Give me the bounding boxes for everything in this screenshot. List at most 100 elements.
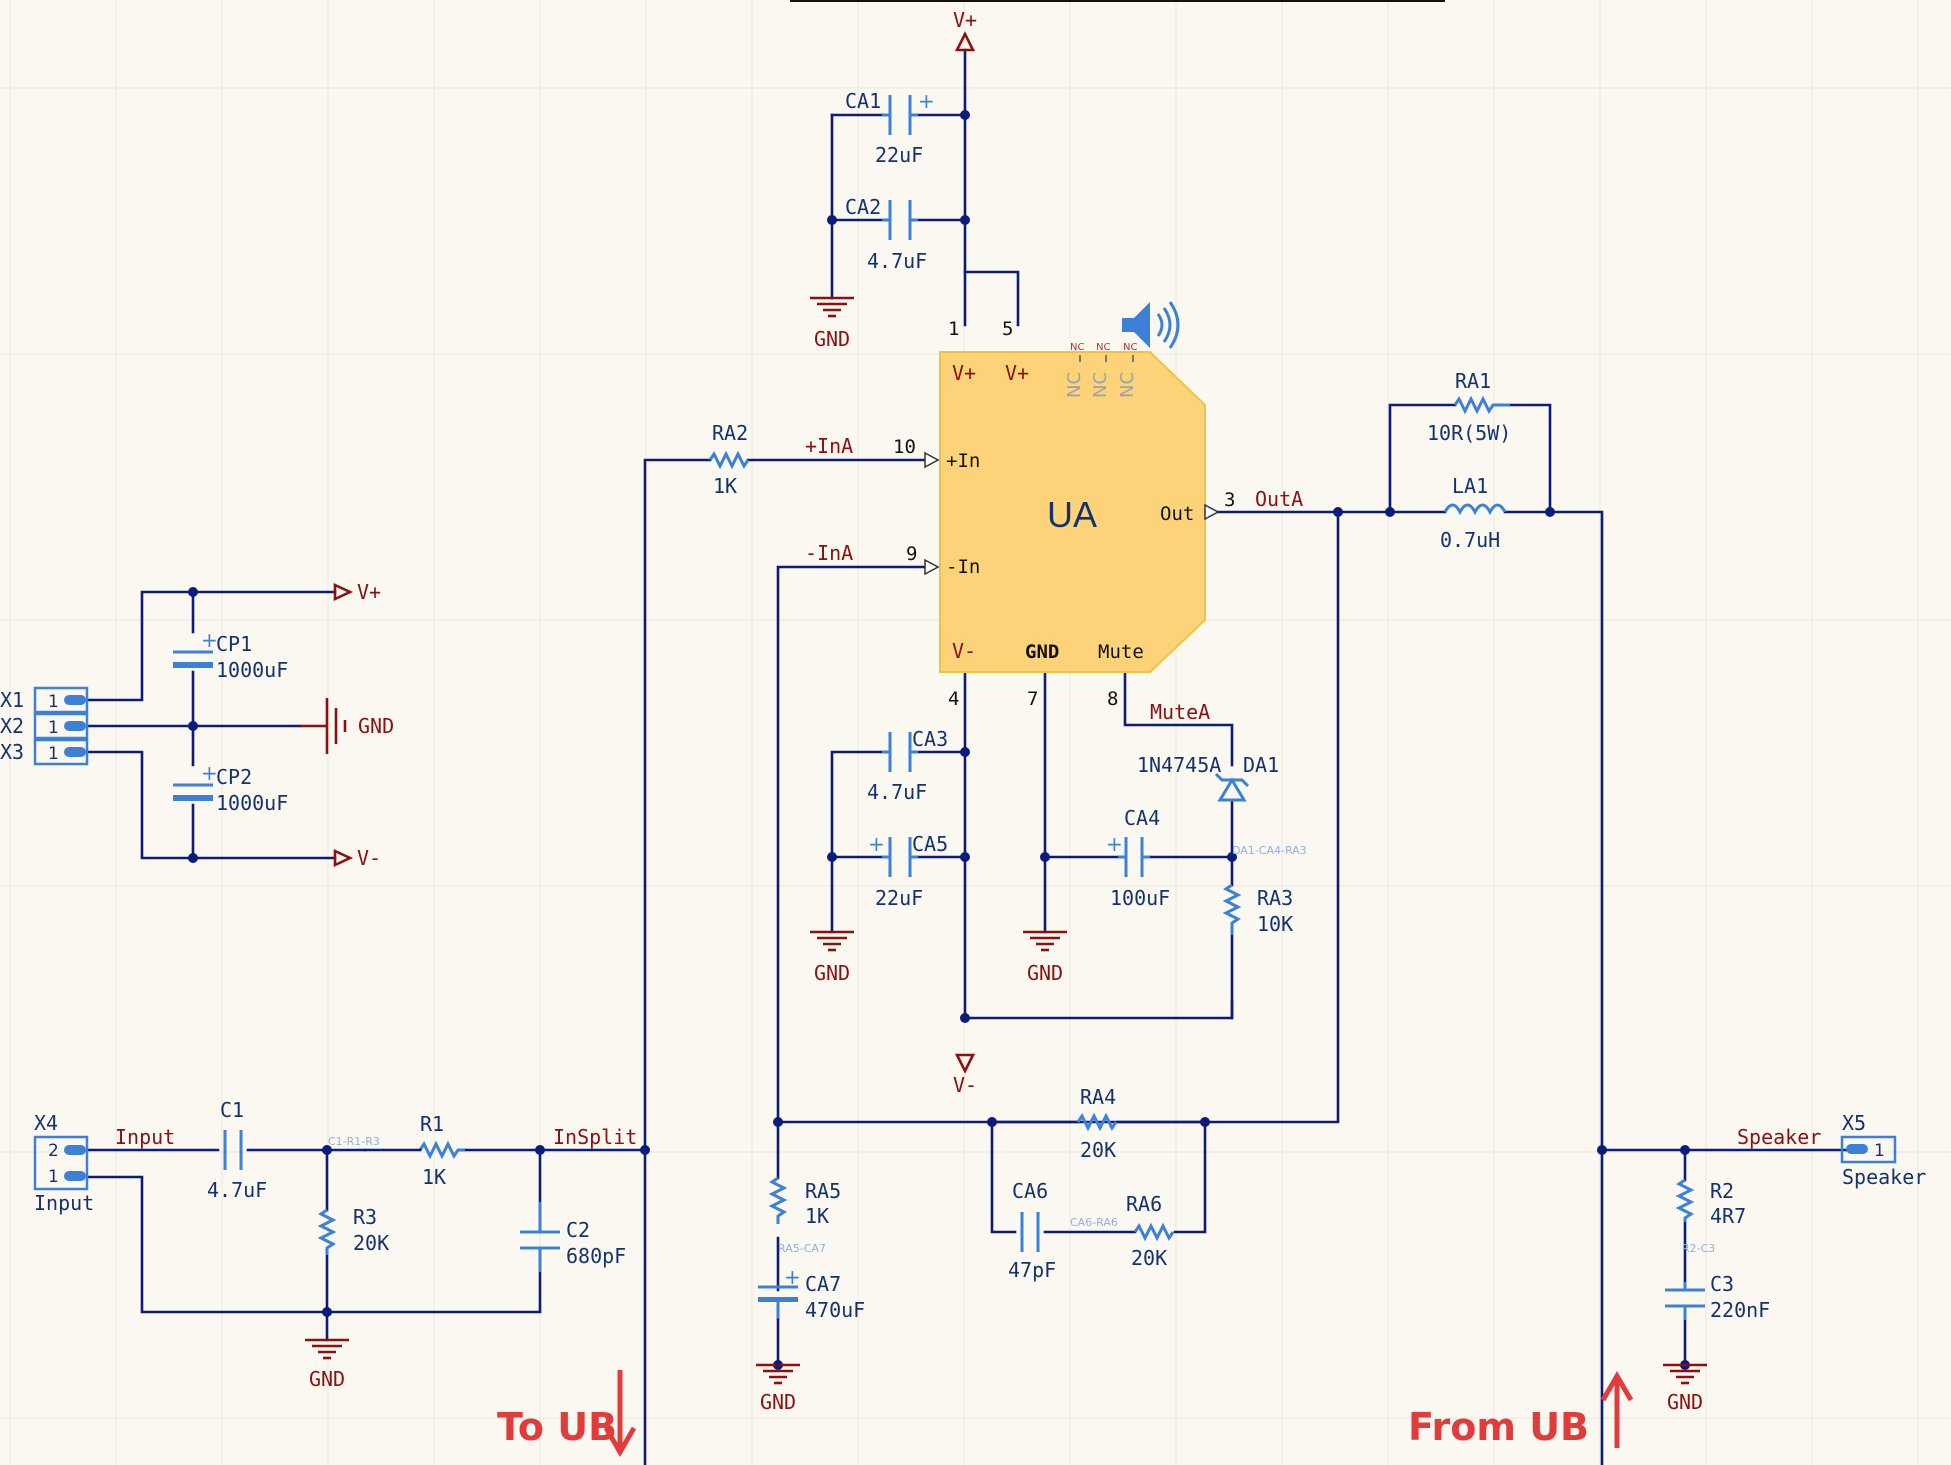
cap-ca7[interactable]: + CA7 470uF xyxy=(758,1265,865,1322)
cap-ca2[interactable]: CA2 4.7uF xyxy=(845,195,927,273)
svg-text:R1: R1 xyxy=(420,1112,444,1136)
svg-text:220nF: 220nF xyxy=(1710,1298,1770,1322)
svg-text:CA1: CA1 xyxy=(845,89,881,113)
note-to-ub: To UB xyxy=(497,1405,617,1449)
cap-c2[interactable]: C2 680pF xyxy=(520,1202,626,1272)
net-label-insplit: InSplit xyxy=(553,1125,637,1149)
junction-dot xyxy=(188,587,198,597)
junction-dot xyxy=(1597,1145,1607,1155)
svg-text:20K: 20K xyxy=(1131,1246,1167,1270)
cap-ca1[interactable]: + CA1 22uF xyxy=(845,89,935,167)
junction-dot xyxy=(827,852,837,862)
ic-ua[interactable]: UA V+ V+ NC NC NC +In -In Out V- GND Mut… xyxy=(924,342,1220,673)
pin-label-mute: Mute xyxy=(1098,641,1144,663)
svg-text:C2: C2 xyxy=(566,1218,590,1242)
net-label-mutea: MuteA xyxy=(1150,700,1210,724)
connector-x5[interactable]: 1 X5 Speaker xyxy=(1840,1111,1926,1189)
resistor-ra3[interactable]: RA3 10K xyxy=(1222,883,1293,936)
svg-text:RA1: RA1 xyxy=(1455,369,1491,393)
svg-text:V-: V- xyxy=(953,1073,977,1097)
resistor-r3[interactable]: R3 20K xyxy=(317,1205,389,1255)
svg-text:+: + xyxy=(1106,832,1123,856)
resistor-r2[interactable]: R2 4R7 xyxy=(1675,1178,1746,1228)
cap-cp2[interactable]: + CP2 1000uF xyxy=(173,761,288,815)
svg-text:Speaker: Speaker xyxy=(1842,1165,1926,1189)
svg-text:CA6: CA6 xyxy=(1012,1179,1048,1203)
connector-x4[interactable]: 2 1 X4 Input xyxy=(33,1111,94,1215)
svg-text:X1: X1 xyxy=(0,688,24,712)
svg-text:CA4: CA4 xyxy=(1124,806,1160,830)
connector-x1[interactable]: 1 X1 xyxy=(0,686,89,714)
svg-text:Input: Input xyxy=(34,1191,94,1215)
gnd-symbol[interactable]: GND xyxy=(1023,930,1067,985)
pin-label-nc-2: NC xyxy=(1090,372,1111,398)
gnd-symbol[interactable]: GND xyxy=(810,296,854,351)
svg-text:V-: V- xyxy=(357,846,381,870)
svg-text:C1: C1 xyxy=(220,1098,244,1122)
pin-label-nc-3: NC xyxy=(1117,372,1138,398)
cap-ca6[interactable]: CA6 47pF xyxy=(1008,1179,1056,1282)
resistor-ra5[interactable]: RA5 1K xyxy=(768,1176,841,1228)
svg-text:X4: X4 xyxy=(34,1111,58,1135)
vminus-bottom-port[interactable]: V- xyxy=(953,1053,977,1097)
connector-x2[interactable]: 1 X2 xyxy=(0,712,89,740)
gnd-symbol[interactable]: GND xyxy=(810,930,854,985)
gnd-symbol[interactable]: GND xyxy=(756,1363,800,1414)
junction-dot xyxy=(1545,507,1555,517)
pin-number-8: 8 xyxy=(1107,688,1118,710)
svg-text:X2: X2 xyxy=(0,714,24,738)
svg-text:1000uF: 1000uF xyxy=(216,658,288,682)
net-label-input: Input xyxy=(115,1125,175,1149)
pin-label-in-plus: +In xyxy=(946,450,980,472)
junction-dot xyxy=(960,110,970,120)
gnd-label: GND xyxy=(1667,1390,1703,1414)
gnd-symbol[interactable]: GND xyxy=(1663,1363,1707,1414)
svg-text:1: 1 xyxy=(48,744,59,764)
svg-text:1K: 1K xyxy=(805,1204,829,1228)
junction-dot xyxy=(535,1145,545,1155)
svg-text:R3: R3 xyxy=(353,1205,377,1229)
vminus-side-port[interactable]: V- xyxy=(333,846,381,870)
svg-text:470uF: 470uF xyxy=(805,1298,865,1322)
cap-cp1[interactable]: + CP1 1000uF xyxy=(173,628,288,682)
cap-ca4[interactable]: + CA4 100uF xyxy=(1106,806,1170,910)
inductor-la1[interactable]: LA1 0.7uH xyxy=(1440,474,1507,552)
pin-label-gnd: GND xyxy=(1025,641,1059,663)
svg-text:RA4: RA4 xyxy=(1080,1085,1116,1109)
speaker-icon xyxy=(1122,301,1180,349)
pin-number-4: 4 xyxy=(948,688,959,710)
svg-text:CA2: CA2 xyxy=(845,195,881,219)
junction-dot xyxy=(1040,852,1050,862)
svg-text:1: 1 xyxy=(48,692,59,712)
gnd-side-symbol[interactable]: GND xyxy=(300,698,394,754)
junction-dot xyxy=(188,853,198,863)
svg-text:CA3: CA3 xyxy=(912,727,948,751)
junction-dot xyxy=(1385,507,1395,517)
resistor-ra4[interactable]: RA4 20K xyxy=(1076,1085,1118,1162)
pin-label-in-minus: -In xyxy=(946,556,980,578)
vplus-side-port[interactable]: V+ xyxy=(333,580,381,604)
cap-ca5[interactable]: + CA5 22uF xyxy=(868,832,948,910)
svg-text:4.7uF: 4.7uF xyxy=(867,780,927,804)
cap-c3[interactable]: C3 220nF xyxy=(1665,1272,1770,1322)
gnd-symbols: GND GND GND GND GND GND xyxy=(305,296,1707,1414)
resistor-r1[interactable]: R1 1K xyxy=(418,1112,465,1189)
zener-da1[interactable]: DA1 1N4745A xyxy=(1137,753,1279,802)
vplus-top-port[interactable]: V+ xyxy=(953,8,977,52)
junctions xyxy=(188,110,1690,1370)
svg-text:22uF: 22uF xyxy=(875,886,923,910)
cap-ca3[interactable]: CA3 4.7uF xyxy=(867,727,948,804)
gnd-symbol[interactable]: GND xyxy=(305,1338,349,1391)
junction-dot xyxy=(188,721,198,731)
cap-c1[interactable]: C1 4.7uF xyxy=(207,1098,267,1202)
pin-number-5: 5 xyxy=(1002,318,1013,340)
pin-label-vplus-1: V+ xyxy=(952,361,976,385)
resistor-ra1[interactable]: RA1 10R(5W) xyxy=(1427,369,1511,445)
pin-number-10: 10 xyxy=(893,436,916,458)
gnd-label: GND xyxy=(309,1367,345,1391)
resistor-ra2[interactable]: RA2 1K xyxy=(708,421,750,498)
connector-x3[interactable]: 1 X3 xyxy=(0,738,89,766)
junction-dot xyxy=(322,1145,332,1155)
net-label-speaker: Speaker xyxy=(1737,1125,1821,1149)
resistor-ra6[interactable]: RA6 20K xyxy=(1126,1192,1175,1270)
